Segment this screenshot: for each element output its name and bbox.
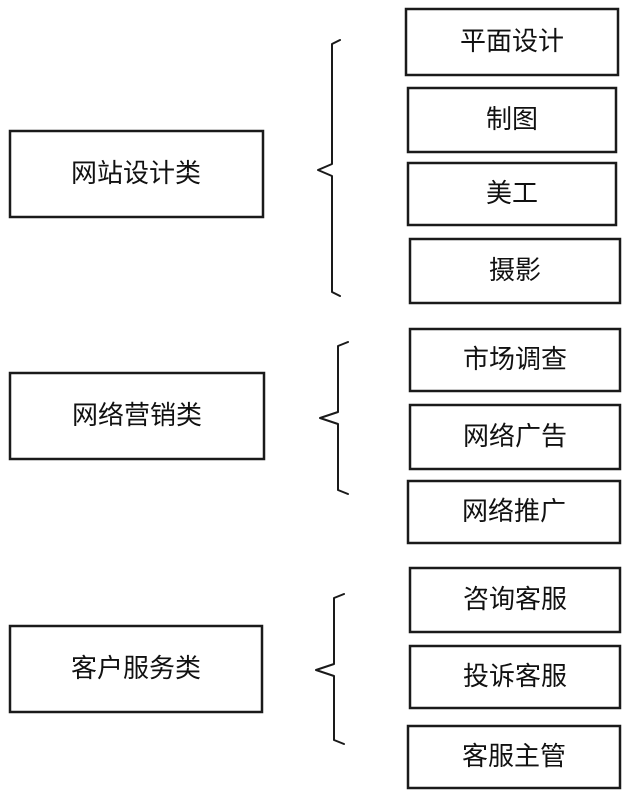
item-label: 市场调查 — [463, 345, 567, 375]
item-label: 网络推广 — [462, 497, 566, 527]
item-box-consulting-service: 咨询客服 — [408, 566, 622, 634]
brace-customer-service — [315, 593, 345, 745]
item-label: 网络广告 — [463, 422, 567, 452]
item-box-service-supervisor: 客服主管 — [406, 724, 622, 790]
item-box-graphic-design: 平面设计 — [404, 7, 620, 77]
item-box-drafting: 制图 — [406, 86, 618, 154]
category-label: 网站设计类 — [71, 159, 201, 189]
item-label: 摄影 — [489, 256, 541, 286]
brace-online-marketing — [319, 341, 349, 495]
category-label: 网络营销类 — [72, 401, 202, 431]
category-box-website-design: 网站设计类 — [8, 129, 265, 219]
brace-website-design — [317, 39, 341, 297]
item-label: 客服主管 — [462, 742, 566, 772]
item-box-complaint-service: 投诉客服 — [408, 644, 622, 710]
item-label: 美工 — [486, 179, 538, 209]
item-box-market-research: 市场调查 — [408, 327, 622, 393]
item-label: 平面设计 — [460, 27, 564, 57]
group-online-marketing: 网络营销类 市场调查 网络广告 网络推广 — [8, 327, 622, 545]
item-box-photography: 摄影 — [408, 237, 622, 305]
item-box-online-promotion: 网络推广 — [406, 479, 622, 545]
group-customer-service: 客户服务类 咨询客服 投诉客服 客服主管 — [8, 566, 622, 790]
item-box-art: 美工 — [406, 161, 618, 227]
item-box-online-ads: 网络广告 — [408, 403, 622, 471]
group-website-design: 网站设计类 平面设计 制图 美工 摄影 — [8, 7, 622, 305]
category-box-customer-service: 客户服务类 — [8, 624, 264, 714]
item-label: 咨询客服 — [463, 585, 567, 615]
category-label: 客户服务类 — [71, 654, 201, 684]
category-box-online-marketing: 网络营销类 — [8, 371, 266, 461]
item-label: 投诉客服 — [463, 662, 567, 692]
item-label: 制图 — [486, 105, 538, 135]
